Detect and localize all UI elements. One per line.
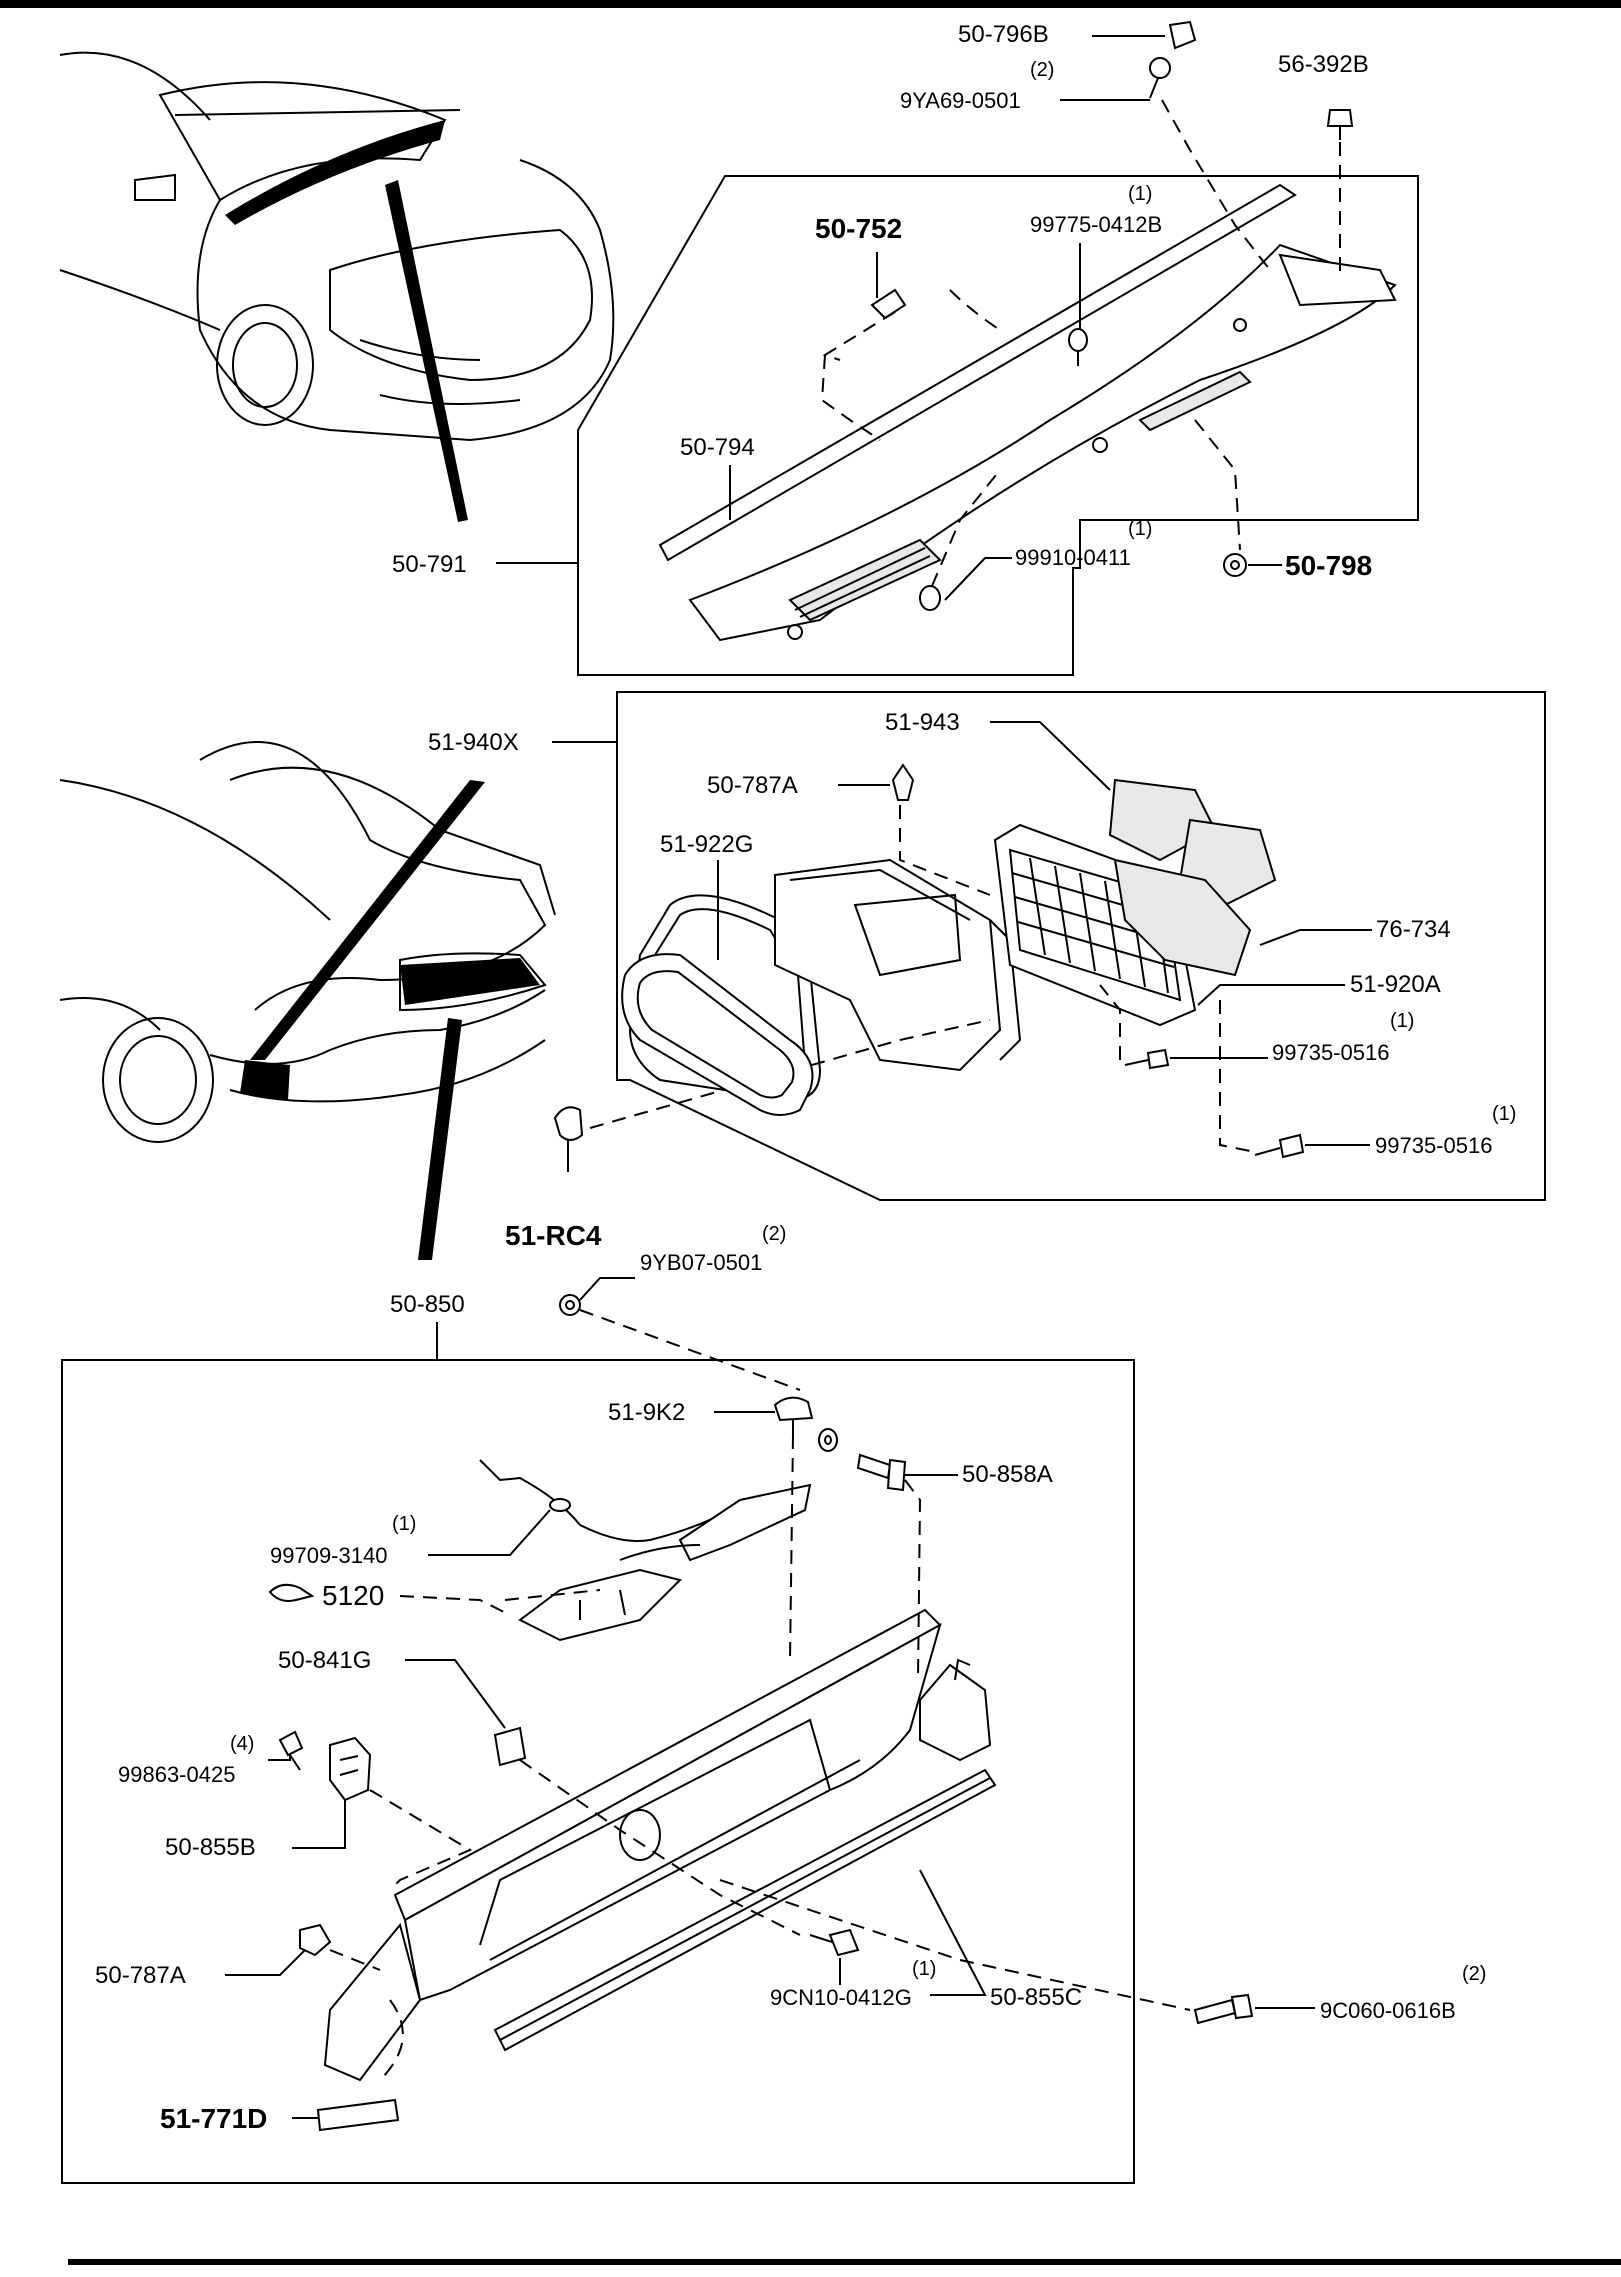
part-label-50-798: 50-798 [1285, 550, 1372, 581]
part-label-50-858A: 50-858A [962, 1461, 1053, 1488]
dashed-line-18 [329, 1949, 381, 1971]
part-label-50-841G: 50-841G [278, 1647, 371, 1674]
clip-icon-50-787A-bottom [299, 1923, 332, 1957]
dashed-line-8 [899, 805, 991, 896]
part-label-51-RC4: 51-RC4 [505, 1220, 602, 1251]
dashed-line-11 [1219, 1000, 1256, 1153]
part-label-51-771D: 51-771D [160, 2103, 267, 2134]
dashed-line-9 [589, 1019, 991, 1129]
part-label-50-794: 50-794 [680, 434, 755, 461]
part-label-51-920A: 51-920A [1350, 971, 1441, 998]
leader-wedge-cowl [385, 180, 468, 522]
clip-icon-56-392B [1326, 109, 1354, 140]
part-label-56-392B: 56-392B [1278, 51, 1369, 78]
screw-icon-9CN10-0412G [809, 1928, 860, 1957]
dashed-line-1 [1161, 99, 1271, 271]
clip-icon-50-841G [493, 1726, 527, 1767]
qty-99735-0516-a: (1) [1390, 1010, 1414, 1032]
part-label-50-855C: 50-855C [990, 1984, 1082, 2011]
dashed-line-6 [931, 469, 1001, 587]
reference-pointer-icon [268, 1583, 315, 1602]
dashed-line-12 [579, 1309, 801, 1391]
dashed-line-13 [789, 1434, 794, 1661]
retainer-icon-51-RC4 [553, 1106, 584, 1172]
part-label-51-943: 51-943 [885, 709, 960, 736]
car-rear-illustration [59, 741, 556, 1143]
dashed-line-4 [949, 289, 1001, 331]
bolt-icon-9C060-0616B [1193, 1993, 1254, 2025]
clip-icon-51-9K2 [773, 1396, 814, 1435]
qty-9YA69-0501: (2) [1030, 59, 1054, 81]
rear-garnish [323, 1608, 992, 2082]
part-label-51-940X: 51-940X [428, 729, 519, 756]
qty-9YB07-0501: (2) [762, 1223, 786, 1245]
dashed-line-10 [1099, 984, 1121, 1060]
bottom-rule [68, 2259, 1621, 2265]
qty-99735-0516-b: (1) [1492, 1103, 1516, 1125]
part-label-99910-0411: 99910-0411 [1015, 545, 1131, 570]
part-label-99735-0516-b: 99735-0516 [1375, 1133, 1492, 1158]
cowl-assembly-frame [577, 175, 1419, 676]
part-label-76-734: 76-734 [1376, 916, 1451, 943]
label-plate-51-771D [316, 2098, 400, 2132]
cowl-grille [658, 183, 1397, 642]
dashed-line-20 [379, 1999, 404, 2081]
leader-wedge-duct [418, 1018, 462, 1260]
clip-icon-50-796B [1168, 20, 1197, 50]
molding-strip [493, 1768, 997, 2052]
dashed-line-17 [519, 1759, 801, 1936]
dashed-line-3 [820, 311, 896, 441]
clip-icon-50-752 [870, 288, 907, 320]
filter-sheets [1108, 778, 1277, 977]
part-label-9CN10-0412G: 9CN10-0412G [770, 1985, 912, 2010]
screw-icon-9YA69-0501 [1149, 57, 1171, 99]
part-label-50-752: 50-752 [815, 213, 902, 244]
part-label-5120: 5120 [322, 1580, 384, 1611]
qty-99910-0411: (1) [1128, 518, 1152, 540]
screw-icon-99910-0411 [919, 585, 941, 611]
license-lamp-harness [479, 1459, 812, 1642]
part-label-50-787A-bottom: 50-787A [95, 1962, 186, 1989]
screw-icon-9YB07-0501 [559, 1294, 581, 1316]
bracket-icon-50-855B [329, 1736, 372, 1802]
dashed-line-15 [504, 1589, 601, 1601]
dashed-line-14 [904, 1479, 922, 1681]
part-label-50-796B: 50-796B [958, 21, 1049, 48]
qty-99863-0425: (4) [230, 1733, 254, 1755]
seal-gasket-51-922G [621, 953, 814, 1116]
part-label-50-787A-top: 50-787A [707, 772, 798, 799]
screw-icon-99863-0425 [278, 1730, 304, 1771]
qty-99709-3140: (1) [392, 1513, 416, 1535]
part-label-50-855B: 50-855B [165, 1834, 256, 1861]
part-label-9C060-0616B: 9C060-0616B [1320, 1998, 1456, 2023]
part-label-9YB07-0501: 9YB07-0501 [640, 1250, 762, 1275]
part-label-51-9K2: 51-9K2 [608, 1399, 685, 1426]
top-rule [0, 0, 1621, 8]
dashed-line-16 [369, 1789, 473, 1891]
screw-icon-99775-0412B [1068, 328, 1088, 352]
screw-icon-99735-0516-b [1254, 1133, 1305, 1159]
garnish-assembly-frame [61, 1359, 1135, 2184]
qty-99775-0412B: (1) [1128, 183, 1152, 205]
part-label-50-850: 50-850 [390, 1291, 465, 1318]
bolt-icon-50-858A [856, 1453, 907, 1492]
car-front-illustration-top [59, 51, 615, 442]
part-label-51-922G: 51-922G [660, 831, 753, 858]
washer-icon [818, 1428, 838, 1452]
part-label-9YA69-0501: 9YA69-0501 [900, 88, 1021, 113]
qty-9CN10-0412G: (1) [912, 1958, 936, 1980]
dashed-line-7 [1194, 419, 1241, 551]
part-label-50-791: 50-791 [392, 551, 467, 578]
part-label-99709-3140: 99709-3140 [270, 1543, 387, 1568]
screw-icon-99735-0516-a [1124, 1048, 1170, 1070]
nut-icon-50-798 [1223, 553, 1247, 577]
qty-9C060-0616B: (2) [1462, 1963, 1486, 1985]
clip-icon-50-787A-top [891, 763, 915, 801]
part-label-99735-0516-a: 99735-0516 [1272, 1040, 1389, 1065]
part-label-99775-0412B: 99775-0412B [1030, 212, 1162, 237]
part-label-99863-0425: 99863-0425 [118, 1762, 235, 1787]
air-duct-assembly-frame [616, 691, 1546, 1201]
